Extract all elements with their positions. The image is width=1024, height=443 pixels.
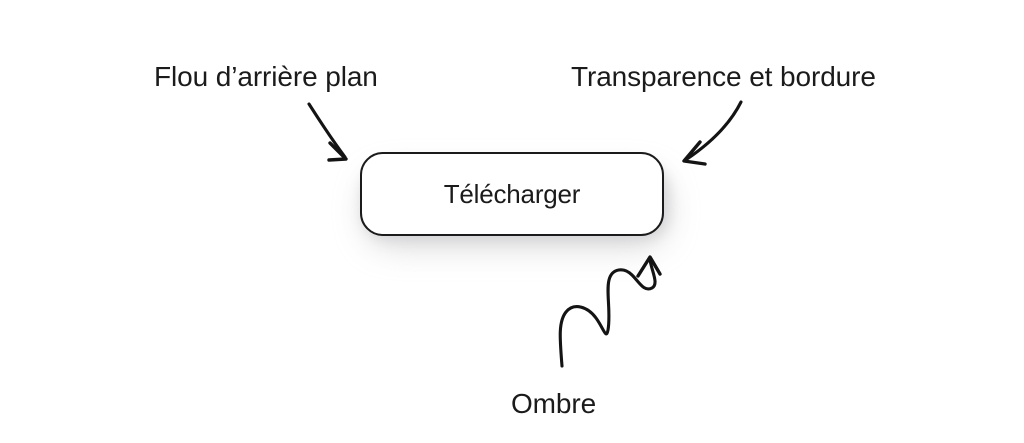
annotation-label-blur: Flou d’arrière plan [154,61,378,92]
curved-arrow-down-right-icon [307,102,348,162]
annotation-label-shadow: Ombre [511,388,597,419]
download-button-label: Télécharger [443,178,581,209]
squiggly-arrow-up-icon [558,255,662,368]
curved-arrow-down-left-icon [682,100,743,166]
download-button[interactable]: Télécharger [360,152,664,236]
annotation-label-transparency: Transparence et bordure [571,61,876,92]
